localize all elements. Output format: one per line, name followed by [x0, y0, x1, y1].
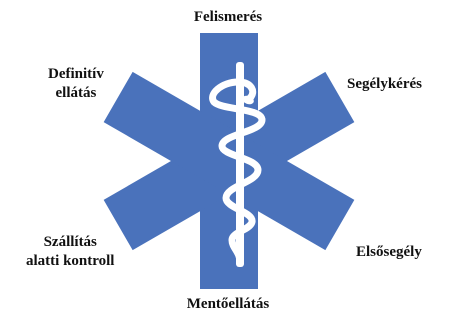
rod-of-asclepius-icon	[209, 62, 266, 267]
serpent	[209, 78, 266, 266]
label-line: alatti kontroll	[26, 253, 115, 269]
label-line: Szállítás	[43, 234, 97, 250]
label-line: Definitív	[48, 66, 104, 82]
label-line: ellátás	[55, 85, 97, 101]
star-of-life-icon	[103, 33, 355, 289]
label-segelykeres: Segélykérés	[347, 76, 422, 92]
label-felismeres: Felismerés	[193, 9, 263, 25]
star-arm-diagonal-2	[103, 71, 355, 251]
label-mentoellatas: Mentőellátás	[186, 296, 270, 312]
label-elsosegely: Elsősegély	[356, 244, 422, 260]
serpent-head	[242, 95, 254, 105]
label-szallitas-alatti-kontroll: Szállítás alatti kontroll	[26, 233, 114, 271]
label-definitiv-ellatas: Definitív ellátás	[48, 65, 104, 103]
